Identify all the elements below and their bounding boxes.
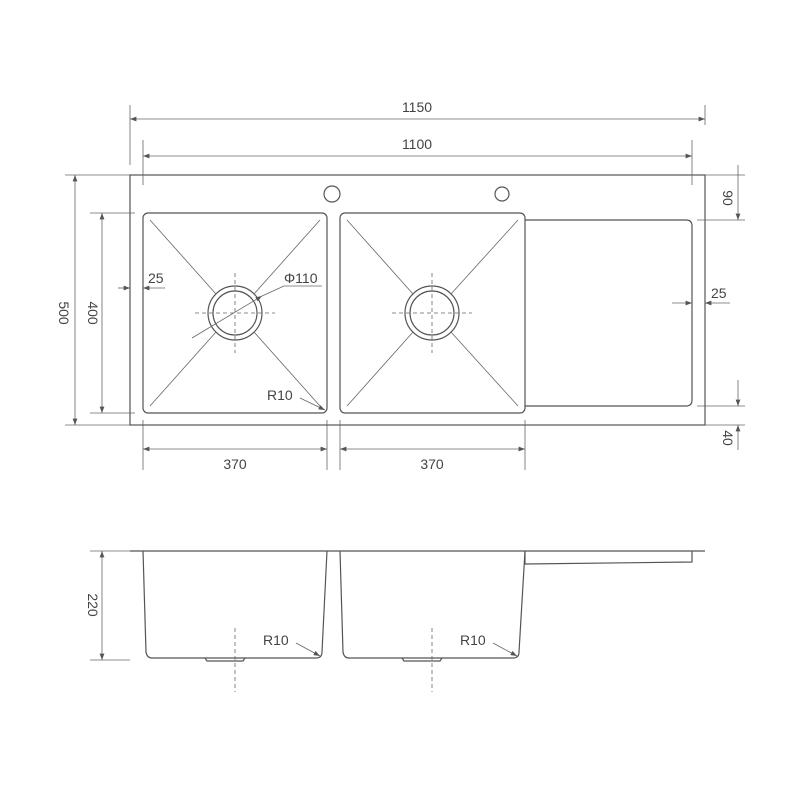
dim-370-left: 370 <box>223 456 247 472</box>
basin-right <box>339 212 526 414</box>
dim-500: 500 <box>56 301 72 325</box>
dim-370-right: 370 <box>420 456 444 472</box>
dim-1100: 1100 <box>402 136 432 152</box>
drain-left <box>149 219 321 407</box>
drainboard <box>525 219 693 407</box>
dim-25-right: 25 <box>711 285 727 301</box>
dimensions: 1150 1100 500 400 25 Φ110 R10 370 370 25… <box>56 99 745 472</box>
side-radius-right: R10 <box>460 632 486 648</box>
dim-corner-radius: R10 <box>267 387 293 403</box>
dim-40: 40 <box>720 430 736 446</box>
tap-hole-2 <box>494 186 510 202</box>
tap-hole-1 <box>323 185 341 203</box>
dim-25-left: 25 <box>148 270 164 286</box>
side-view: 220 R10 R10 <box>85 550 705 692</box>
dim-90: 90 <box>720 190 736 206</box>
top-view <box>129 174 706 426</box>
sink-outline <box>129 174 706 426</box>
dim-220: 220 <box>85 593 101 617</box>
drain-right <box>346 219 519 407</box>
dim-400: 400 <box>85 301 101 325</box>
dim-1150: 1150 <box>402 99 432 115</box>
side-radius-left: R10 <box>263 632 289 648</box>
dim-drain-diameter: Φ110 <box>284 270 318 286</box>
basin-left <box>142 212 328 414</box>
